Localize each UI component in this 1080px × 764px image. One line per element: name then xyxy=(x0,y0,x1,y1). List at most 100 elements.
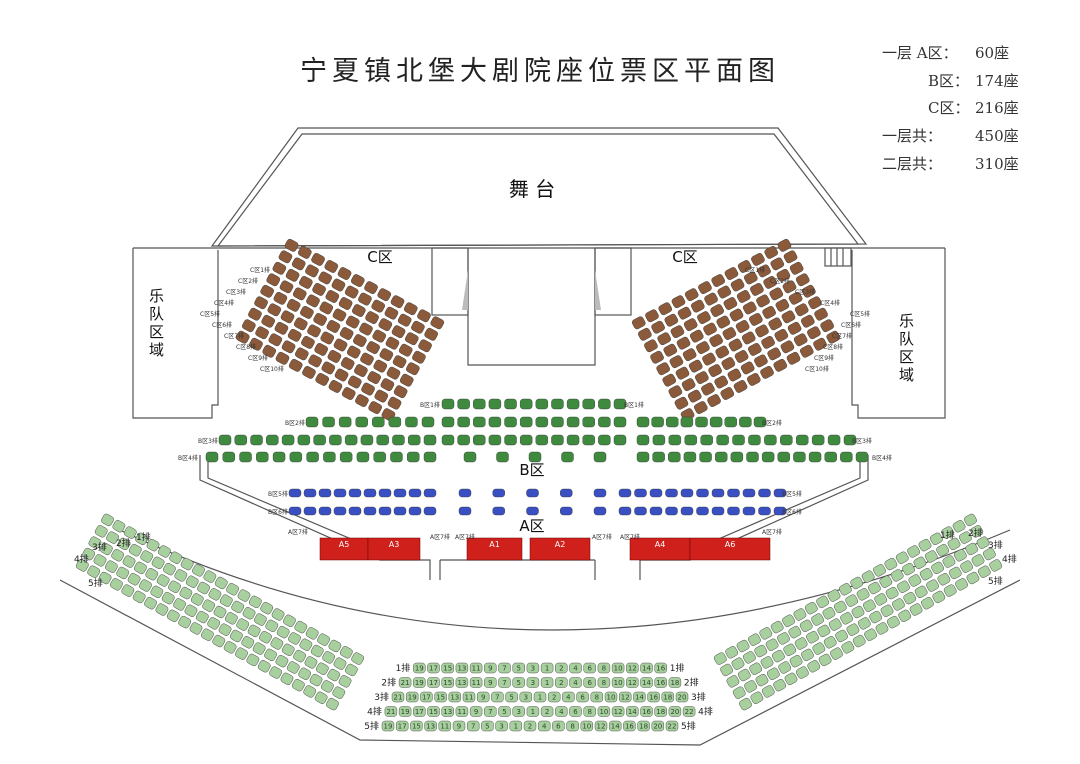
balcony-seat[interactable] xyxy=(294,620,308,634)
balcony-seat[interactable] xyxy=(959,560,973,574)
balcony-center-seat[interactable] xyxy=(526,662,540,674)
balcony-center-seat[interactable] xyxy=(682,706,696,717)
balcony-seat[interactable] xyxy=(174,568,188,582)
c-seat[interactable] xyxy=(730,278,745,292)
balcony-seat[interactable] xyxy=(964,542,979,556)
balcony-center-seat[interactable] xyxy=(583,662,596,674)
balcony-seat[interactable] xyxy=(772,678,787,692)
balcony-seat[interactable] xyxy=(874,592,888,606)
b-seat-row6[interactable] xyxy=(593,506,607,516)
c-seat[interactable] xyxy=(800,314,815,328)
balcony-seat[interactable] xyxy=(732,686,746,700)
balcony-seat[interactable] xyxy=(731,657,745,671)
b-seat-row5[interactable] xyxy=(758,488,771,498)
c-seat[interactable] xyxy=(662,373,677,387)
c-seat[interactable] xyxy=(806,326,821,340)
b-seat-row6[interactable] xyxy=(665,506,678,516)
c-seat[interactable] xyxy=(274,321,289,335)
balcony-seat[interactable] xyxy=(828,618,842,632)
balcony-seat[interactable] xyxy=(940,525,955,539)
c-seat[interactable] xyxy=(764,245,779,259)
b-seat-row4[interactable] xyxy=(205,451,219,463)
balcony-center-seat[interactable] xyxy=(540,662,554,674)
c-seat[interactable] xyxy=(756,264,771,278)
b-seat-row5[interactable] xyxy=(773,488,787,498)
b-seat-row4[interactable] xyxy=(323,451,336,463)
balcony-center-seat[interactable] xyxy=(484,706,497,717)
balcony-seat[interactable] xyxy=(724,645,739,659)
balcony-seat[interactable] xyxy=(884,557,898,571)
balcony-seat[interactable] xyxy=(333,657,347,671)
balcony-seat[interactable] xyxy=(793,607,807,621)
balcony-seat[interactable] xyxy=(954,577,968,591)
balcony-center-seat[interactable] xyxy=(566,720,579,732)
balcony-seat[interactable] xyxy=(913,556,927,570)
balcony-seat[interactable] xyxy=(86,565,101,579)
b-seat-row6[interactable] xyxy=(696,506,709,516)
balcony-seat[interactable] xyxy=(167,580,181,594)
balcony-center-seat[interactable] xyxy=(491,691,504,703)
c-seat[interactable] xyxy=(334,368,349,382)
b-seat-row2[interactable] xyxy=(338,416,352,428)
balcony-seat[interactable] xyxy=(157,544,171,558)
balcony-seat[interactable] xyxy=(760,655,774,669)
b-seat-row3[interactable] xyxy=(716,434,729,446)
b-seat-row4[interactable] xyxy=(793,451,806,463)
b-seat-row3[interactable] xyxy=(582,434,595,446)
b-seat-row6[interactable] xyxy=(288,506,302,516)
c-seat[interactable] xyxy=(358,322,373,336)
balcony-center-seat[interactable] xyxy=(597,706,611,717)
balcony-seat[interactable] xyxy=(338,674,352,688)
balcony-seat[interactable] xyxy=(268,666,282,680)
balcony-seat[interactable] xyxy=(123,525,137,539)
balcony-center-seat[interactable] xyxy=(597,662,611,674)
c-seat[interactable] xyxy=(352,333,367,347)
b-seat-row5[interactable] xyxy=(727,488,740,498)
c-seat[interactable] xyxy=(715,345,730,359)
balcony-seat[interactable] xyxy=(184,604,198,618)
balcony-center-seat[interactable] xyxy=(626,662,639,674)
c-seat[interactable] xyxy=(774,328,789,342)
b-seat-row3[interactable] xyxy=(313,434,326,446)
balcony-center-seat[interactable] xyxy=(427,662,440,674)
c-seat[interactable] xyxy=(768,317,783,331)
balcony-center-seat[interactable] xyxy=(391,691,405,703)
balcony-seat[interactable] xyxy=(804,601,818,615)
c-seat[interactable] xyxy=(344,285,359,299)
balcony-seat[interactable] xyxy=(309,673,323,687)
balcony-seat[interactable] xyxy=(104,560,118,574)
c-seat[interactable] xyxy=(656,361,671,376)
balcony-seat[interactable] xyxy=(909,602,923,616)
b-seat-row3[interactable] xyxy=(488,434,502,446)
c-seat[interactable] xyxy=(253,296,268,310)
balcony-center-seat[interactable] xyxy=(455,677,469,688)
b-seat-row2[interactable] xyxy=(582,416,595,428)
b-seat-row2[interactable] xyxy=(753,416,767,428)
balcony-seat[interactable] xyxy=(291,678,305,692)
c-seat[interactable] xyxy=(701,352,716,366)
c-seat[interactable] xyxy=(338,296,353,310)
c-seat[interactable] xyxy=(385,336,400,350)
c-seat[interactable] xyxy=(721,356,736,370)
c-seat[interactable] xyxy=(378,317,393,332)
b-seat-row5[interactable] xyxy=(458,488,472,498)
c-seat[interactable] xyxy=(687,389,702,403)
balcony-center-seat[interactable] xyxy=(661,691,674,703)
balcony-seat[interactable] xyxy=(846,623,860,637)
c-seat[interactable] xyxy=(328,379,343,393)
balcony-center-seat[interactable] xyxy=(410,720,423,732)
c-seat[interactable] xyxy=(658,302,673,316)
b-seat-row4[interactable] xyxy=(390,451,403,463)
b-seat-row2[interactable] xyxy=(488,416,502,428)
b-seat-row5[interactable] xyxy=(333,488,347,498)
b-seat-row3[interactable] xyxy=(250,434,263,446)
balcony-seat[interactable] xyxy=(93,553,107,567)
c-seat[interactable] xyxy=(300,335,315,349)
balcony-seat[interactable] xyxy=(259,601,274,615)
b-seat-row3[interactable] xyxy=(457,434,470,446)
c-seat[interactable] xyxy=(379,347,394,362)
b-seat-row5[interactable] xyxy=(711,488,725,498)
b-seat-row6[interactable] xyxy=(378,506,392,516)
balcony-center-seat[interactable] xyxy=(623,720,636,732)
balcony-center-seat[interactable] xyxy=(498,706,511,717)
